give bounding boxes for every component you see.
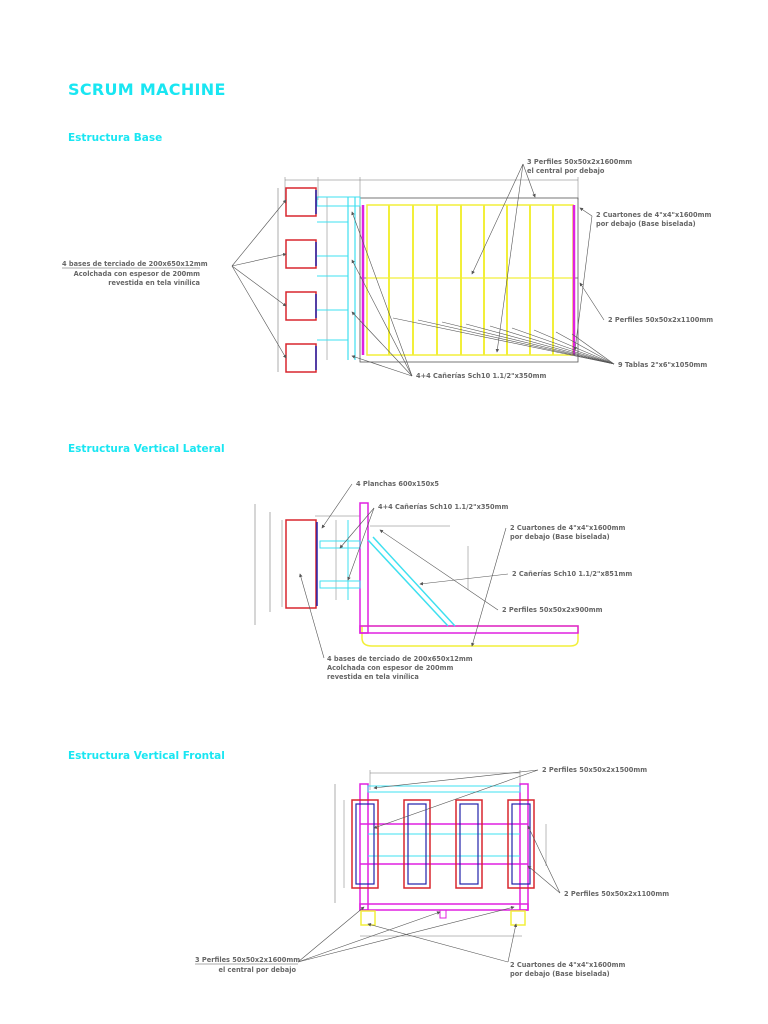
label-lateral-canerias: 4+4 Cañerías Sch10 1.1/2"x350mm <box>378 503 508 511</box>
label-lateral-bases-1: 4 bases de terciado de 200x650x12mm <box>327 655 473 663</box>
label-base-canerias: 4+4 Cañerías Sch10 1.1/2"x350mm <box>416 372 546 380</box>
label-base-bases-3: revestida en tela vinílica <box>108 279 200 287</box>
label-base-cuartones-2: por debajo (Base biselada) <box>596 220 696 228</box>
frontal-structure-drawing: 2 Perfiles 50x50x2x1500mm 2 Perfiles 50x… <box>195 766 669 978</box>
label-frontal-cuartones-2: por debajo (Base biselada) <box>510 970 610 978</box>
label-frontal-cuartones-1: 2 Cuartones de 4"x4"x1600mm <box>510 961 625 969</box>
section-heading-base: Estructura Base <box>68 132 163 144</box>
label-frontal-perfiles-mid: 2 Perfiles 50x50x2x1100mm <box>564 890 669 898</box>
label-lateral-cuartones-2: por debajo (Base biselada) <box>510 533 610 541</box>
label-base-tablas: 9 Tablas 2"x6"x1050mm <box>618 361 707 369</box>
label-lateral-perfiles: 2 Perfiles 50x50x2x900mm <box>502 606 603 614</box>
section-heading-frontal: Estructura Vertical Frontal <box>68 750 225 762</box>
label-base-perfiles-right: 2 Perfiles 50x50x2x1100mm <box>608 316 713 324</box>
label-lateral-bases-3: revestida en tela vinílica <box>327 673 419 681</box>
lateral-structure-drawing: 4 Planchas 600x150x5 4+4 Cañerías Sch10 … <box>254 480 632 681</box>
page-title: SCRUM MACHINE <box>68 80 226 99</box>
base-structure-drawing: 3 Perfiles 50x50x2x1600mm el central por… <box>62 158 713 380</box>
label-lateral-planchas: 4 Planchas 600x150x5 <box>356 480 439 488</box>
label-lateral-cuartones-1: 2 Cuartones de 4"x4"x1600mm <box>510 524 625 532</box>
label-frontal-perfiles-left-1: 3 Perfiles 50x50x2x1600mm <box>195 956 300 964</box>
section-heading-lateral: Estructura Vertical Lateral <box>68 443 225 455</box>
label-base-bases-1: 4 bases de terciado de 200x650x12mm <box>62 260 208 268</box>
label-base-cuartones-1: 2 Cuartones de 4"x4"x1600mm <box>596 211 711 219</box>
label-base-bases-2: Acolchada con espesor de 200mm <box>74 270 200 278</box>
label-frontal-perfiles-left-2: el central por debajo <box>219 966 297 974</box>
label-lateral-canerias-diag: 2 Cañerías Sch10 1.1/2"x851mm <box>512 570 632 578</box>
label-lateral-bases-2: Acolchada con espesor de 200mm <box>327 664 453 672</box>
label-frontal-perfiles-top: 2 Perfiles 50x50x2x1500mm <box>542 766 647 774</box>
label-base-perfiles-top-1: 3 Perfiles 50x50x2x1600mm <box>527 158 632 166</box>
label-base-perfiles-top-2: el central por debajo <box>527 167 605 175</box>
